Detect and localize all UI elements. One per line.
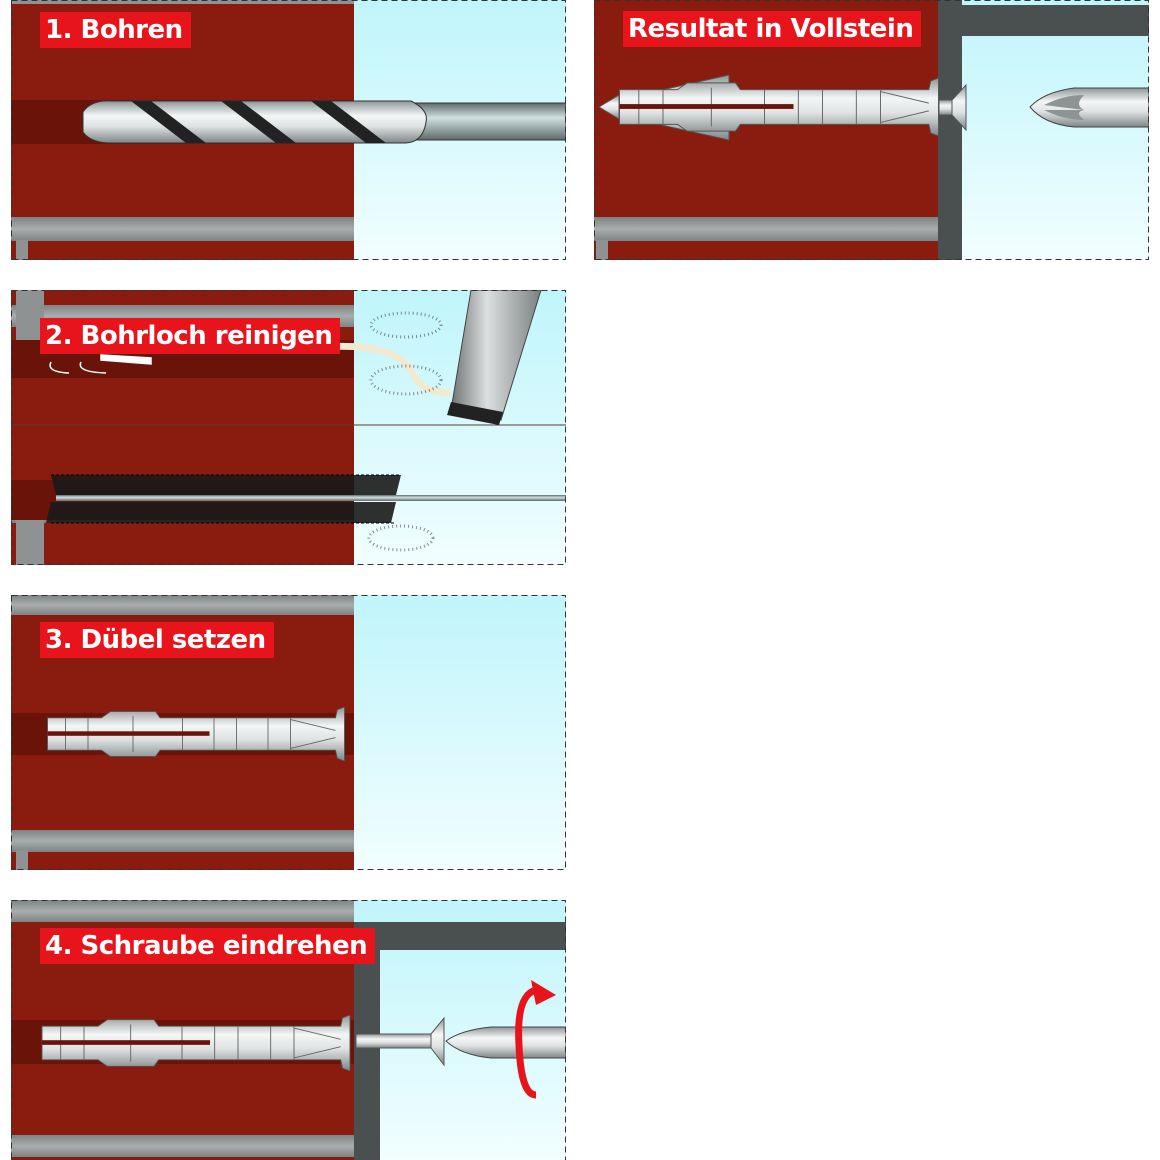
drilling-illustration bbox=[11, 0, 566, 260]
dowel-with-screw-icon bbox=[598, 74, 967, 141]
screwdriver-bit-icon bbox=[445, 1026, 566, 1059]
step-1-panel: 1. Bohren bbox=[11, 0, 566, 260]
blower-pump-icon bbox=[310, 290, 542, 425]
step-3-panel: 3. Dübel setzen bbox=[11, 595, 566, 870]
step-title: 4. Schraube eindrehen bbox=[40, 928, 376, 964]
step-4-panel: 4. Schraube eindrehen bbox=[11, 900, 566, 1160]
step-title: 3. Dübel setzen bbox=[40, 622, 274, 658]
air-flow-arrows-icon bbox=[49, 354, 152, 374]
rotation-arrow-icon bbox=[515, 980, 556, 1099]
mortar-joint bbox=[11, 217, 354, 241]
step-2-panel: 2. Bohrloch reinigen bbox=[11, 290, 566, 565]
screw-icon bbox=[355, 1016, 445, 1067]
drill-bit-icon bbox=[82, 100, 427, 144]
result-title: Resultat in Vollstein bbox=[623, 11, 922, 47]
cleaning-brush-icon bbox=[46, 474, 566, 524]
step-title: 1. Bohren bbox=[40, 12, 191, 48]
dust-cloud bbox=[367, 311, 443, 552]
fixture-plate bbox=[938, 0, 962, 260]
step-title: 2. Bohrloch reinigen bbox=[40, 318, 341, 354]
screwdriver-bit-icon bbox=[1029, 87, 1149, 128]
result-panel: Resultat in Vollstein bbox=[594, 0, 1149, 260]
